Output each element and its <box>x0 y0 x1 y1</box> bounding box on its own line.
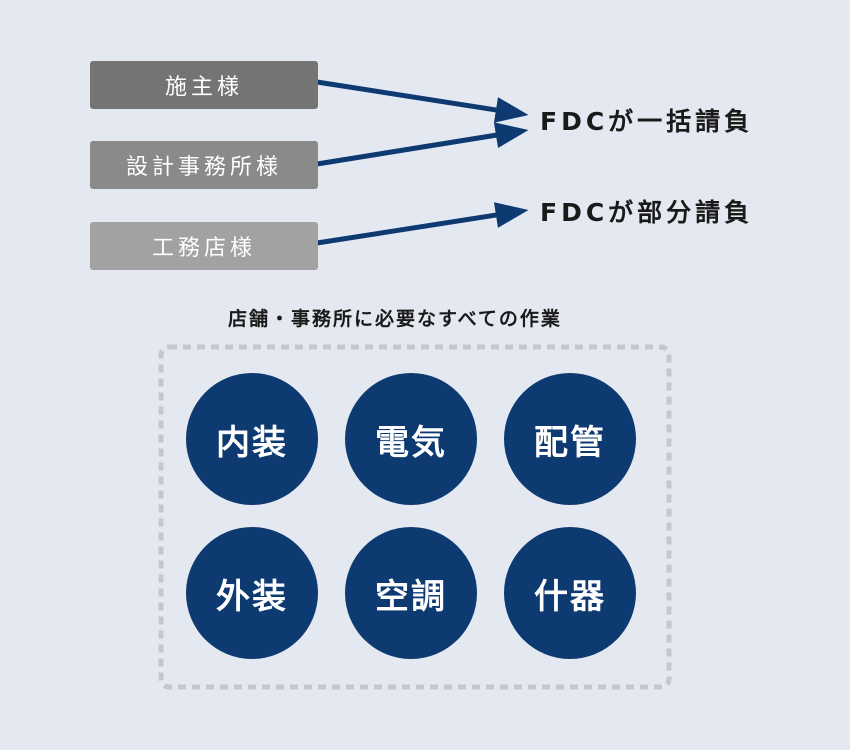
work-item-fixtures: 什器 <box>504 527 636 659</box>
work-item-hvac: 空調 <box>345 527 477 659</box>
source-box-owner-label: 施主様 <box>164 75 243 100</box>
work-scope-title: 店舗・事務所に必要なすべての作業 <box>228 308 562 330</box>
work-item-piping: 配管 <box>504 373 636 505</box>
work-scope-dashed-border <box>158 344 672 690</box>
source-box-design-office-label: 設計事務所様 <box>125 155 282 180</box>
outcome-full-contract-label: FDCが一括請負 <box>540 107 754 136</box>
arrow-design-to-full-contract-icon <box>316 122 529 167</box>
work-item-electrical: 電気 <box>345 373 477 505</box>
source-box-owner: 施主様 <box>90 61 318 109</box>
work-item-exterior: 外装 <box>186 527 318 659</box>
outcome-partial-contract-label: FDCが部分請負 <box>540 198 754 227</box>
work-item-interior: 内装 <box>186 373 318 505</box>
source-box-builder: 工務店様 <box>90 222 318 270</box>
source-box-builder-label: 工務店様 <box>151 236 256 261</box>
arrow-owner-to-full-contract-icon <box>316 79 529 123</box>
source-box-design-office: 設計事務所様 <box>90 141 318 189</box>
arrow-builder-to-partial-contract-icon <box>316 202 529 246</box>
